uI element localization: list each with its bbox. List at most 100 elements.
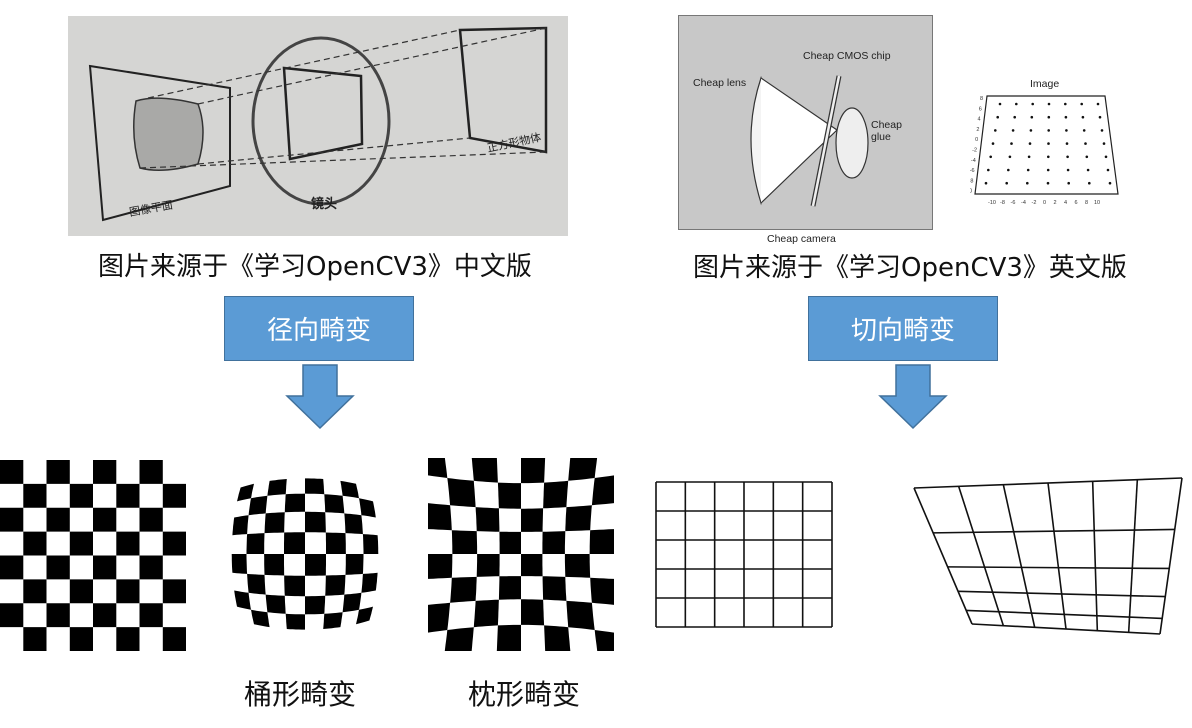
plot-dot bbox=[1100, 129, 1104, 132]
checker-square bbox=[521, 554, 543, 577]
plot-dot bbox=[1015, 102, 1018, 106]
checker-square bbox=[566, 600, 595, 630]
plot-dot bbox=[1066, 155, 1069, 159]
y-tick-label: 2 bbox=[976, 127, 979, 133]
grid-line bbox=[957, 486, 1005, 626]
plot-dot bbox=[1064, 102, 1067, 106]
checker-square bbox=[428, 554, 453, 579]
checker-square bbox=[69, 483, 93, 508]
checker-square bbox=[444, 627, 474, 651]
cheap-camera-caption: Cheap camera bbox=[767, 233, 836, 245]
plot-dot bbox=[1029, 129, 1033, 132]
plot-dot bbox=[1080, 102, 1083, 106]
checker-square bbox=[162, 483, 186, 508]
image-plane-label: 图像平面 bbox=[128, 199, 174, 219]
checker-square bbox=[451, 530, 478, 554]
plot-dot bbox=[1027, 155, 1031, 159]
checker-square bbox=[324, 494, 345, 514]
undistorted-grid bbox=[655, 481, 833, 628]
checker-square bbox=[46, 603, 70, 628]
checker-square bbox=[0, 507, 24, 532]
plot-dot bbox=[1084, 142, 1087, 145]
checker-square bbox=[23, 531, 47, 556]
checker-square bbox=[69, 579, 93, 604]
plot-dot bbox=[1066, 168, 1070, 172]
plot-dot bbox=[1007, 168, 1010, 172]
checker-square bbox=[498, 576, 521, 600]
checker-square bbox=[0, 603, 24, 628]
x-tick-label: -6 bbox=[1011, 200, 1016, 206]
cheap-glue-shape bbox=[835, 107, 869, 179]
checker-square bbox=[521, 599, 545, 626]
lens-shape bbox=[251, 36, 391, 206]
plot-dot bbox=[1081, 115, 1085, 119]
checker-square bbox=[342, 592, 362, 613]
checker-square bbox=[476, 554, 500, 577]
y-tick-label: -6 bbox=[970, 168, 975, 174]
checker-square bbox=[69, 627, 93, 651]
distorted-image-shape bbox=[133, 97, 204, 171]
y-tick-label: -10 bbox=[970, 189, 972, 195]
checker-square bbox=[247, 573, 266, 595]
checker-square bbox=[475, 507, 500, 532]
projection-line bbox=[139, 151, 547, 169]
caption-english-edition: 图片来源于《学习OpenCV3》英文版 bbox=[693, 253, 1127, 283]
plot-dot bbox=[1005, 181, 1008, 185]
checker-square bbox=[116, 579, 140, 604]
square-object-shape bbox=[458, 26, 548, 154]
cheap-lens-label: Cheap lens bbox=[693, 77, 746, 89]
checker-square bbox=[231, 554, 248, 574]
plot-dot bbox=[1031, 102, 1034, 106]
x-tick-label: -4 bbox=[1021, 200, 1026, 206]
checker-square bbox=[305, 595, 326, 615]
plot-dot bbox=[1046, 181, 1050, 185]
x-tick-label: 0 bbox=[1043, 200, 1046, 206]
plot-dot bbox=[1028, 142, 1032, 145]
checker-square bbox=[594, 630, 614, 651]
x-tick-label: -8 bbox=[1000, 200, 1005, 206]
checker-square bbox=[69, 531, 93, 556]
checker-square bbox=[340, 480, 359, 499]
x-tick-label: 2 bbox=[1053, 200, 1056, 206]
barrel-distortion-checkerboard bbox=[231, 478, 379, 630]
checker-square bbox=[497, 482, 521, 509]
checker-square bbox=[248, 495, 268, 516]
radial-distortion-box: 径向畸变 bbox=[224, 296, 414, 361]
checker-square bbox=[162, 627, 186, 651]
plot-dot bbox=[1010, 142, 1013, 145]
checker-square bbox=[93, 603, 117, 628]
square-object-label: 正方形物体 bbox=[486, 130, 543, 155]
checker-square bbox=[521, 508, 544, 532]
checker-square bbox=[116, 627, 140, 651]
grid-line bbox=[1091, 481, 1099, 631]
y-tick-label: 0 bbox=[975, 137, 978, 143]
checker-square bbox=[284, 532, 305, 554]
x-tick-label: 4 bbox=[1064, 200, 1067, 206]
checker-square bbox=[428, 458, 448, 478]
checker-square bbox=[305, 554, 326, 576]
grid-line bbox=[913, 487, 973, 625]
tangential-distorted-grid bbox=[913, 477, 1183, 635]
grid-line bbox=[1002, 484, 1036, 628]
checker-square bbox=[264, 512, 285, 534]
checker-square bbox=[591, 475, 614, 506]
checker-square bbox=[0, 460, 24, 484]
checker-square bbox=[345, 554, 364, 575]
lens-distortion-photo: 图像平面 镜头 正方形物体 bbox=[68, 16, 568, 236]
image-plane-shape bbox=[88, 64, 231, 222]
plot-dot bbox=[1011, 129, 1015, 132]
plot-dot bbox=[991, 142, 995, 145]
checker-square bbox=[305, 511, 326, 533]
checker-square bbox=[162, 579, 186, 604]
checker-square bbox=[521, 458, 546, 484]
checker-square bbox=[361, 572, 378, 593]
plot-dot bbox=[1104, 155, 1108, 159]
checker-square bbox=[471, 458, 498, 483]
plot-dot bbox=[1065, 142, 1069, 145]
checker-square bbox=[46, 460, 70, 484]
checker-square bbox=[589, 529, 614, 554]
caption-chinese-edition: 图片来源于《学习OpenCV3》中文版 bbox=[98, 252, 532, 282]
checker-square bbox=[323, 612, 343, 629]
y-tick-label: -2 bbox=[972, 148, 977, 154]
